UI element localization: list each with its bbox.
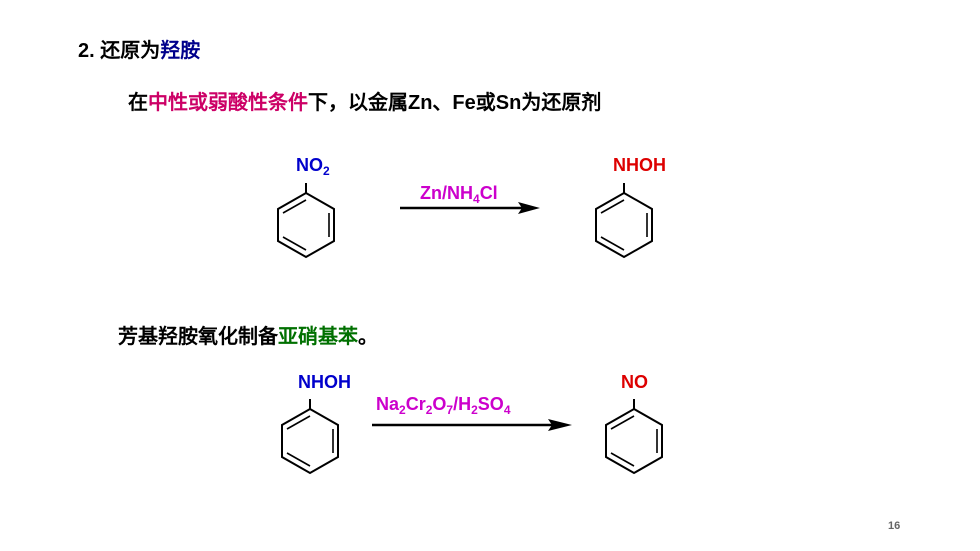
reagent1-p1: Zn/NH xyxy=(420,183,473,203)
reagent2-p2: Cr xyxy=(405,394,426,414)
benzene-ring-product2 xyxy=(605,399,663,475)
benzene-ring-reactant2 xyxy=(281,399,339,475)
oxidation-part2: 。 xyxy=(358,326,378,348)
reagent2-s1: 2 xyxy=(399,403,406,417)
page-number: 16 xyxy=(888,520,901,532)
reactant1-label: NO2 xyxy=(296,155,330,178)
product1-label: NHOH xyxy=(613,155,666,176)
reagent2-p5: SO xyxy=(477,394,504,414)
benzene-ring-product1 xyxy=(595,183,653,259)
reagent1-p2: Cl xyxy=(479,183,498,203)
product2-text: NO xyxy=(621,372,648,392)
reactant1-sub: 2 xyxy=(323,164,330,178)
heading-prefix: 2. 还原为 xyxy=(78,40,161,62)
reactant1-main: NO xyxy=(296,155,323,175)
reagent2-p1: Na xyxy=(376,394,400,414)
product2-label: NO xyxy=(621,372,648,393)
reagent2-s4: 2 xyxy=(471,403,478,417)
reagent2-s2: 2 xyxy=(425,403,433,417)
product1-text: NHOH xyxy=(613,155,666,175)
reagent2-p4: /H xyxy=(453,394,472,414)
condition-highlight: 中性或弱酸性条件 xyxy=(148,92,308,114)
reagent2-s3: 7 xyxy=(446,403,454,417)
reactant2-label: NHOH xyxy=(298,372,351,393)
oxidation-part1: 芳基羟胺氧化制备 xyxy=(118,326,278,348)
condition-part1: 在 xyxy=(128,92,148,114)
section-heading: 2. 还原为羟胺 xyxy=(78,34,200,63)
oxidation-text: 芳基羟胺氧化制备亚硝基苯。 xyxy=(118,320,378,349)
reagent1-sub: 4 xyxy=(473,192,480,206)
reagent1-label: Zn/NH4Cl xyxy=(420,183,498,206)
reagent2-s5: 4 xyxy=(503,403,511,417)
condition-part2: 下，以金属Zn、Fe或Sn为还原剂 xyxy=(308,92,602,114)
reactant2-text: NHOH xyxy=(298,372,351,392)
reaction-arrow-1 xyxy=(400,202,540,214)
reagent2-label: Na2Cr2O7/H2SO4 xyxy=(376,394,511,417)
heading-highlight: 羟胺 xyxy=(160,40,201,62)
oxidation-highlight: 亚硝基苯 xyxy=(278,326,358,348)
reaction-arrow-2 xyxy=(372,419,572,431)
condition-text: 在中性或弱酸性条件下，以金属Zn、Fe或Sn为还原剂 xyxy=(128,86,601,115)
reagent2-p3: O xyxy=(432,394,447,414)
benzene-ring-reactant1 xyxy=(277,183,335,259)
